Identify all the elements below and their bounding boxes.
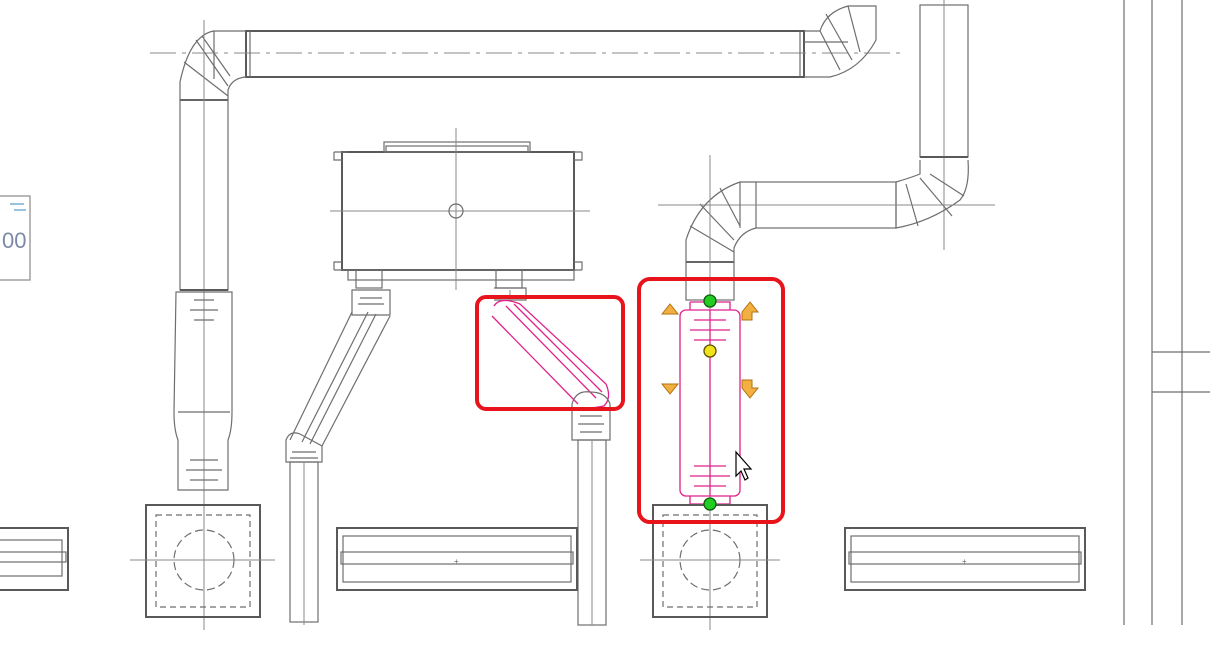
left-edge-label-panel: 00 xyxy=(0,195,31,281)
flip-arrow-icon[interactable] xyxy=(741,301,760,321)
top-right-elbow[interactable] xyxy=(804,5,877,78)
selected-vertical-duct[interactable] xyxy=(679,301,741,505)
mouse-cursor-icon xyxy=(735,450,753,481)
center-left-flex-duct[interactable] xyxy=(285,269,391,625)
right-horizontal-duct[interactable] xyxy=(658,181,995,229)
flip-arrow-icon[interactable] xyxy=(660,303,680,315)
top-endpoint-grip[interactable] xyxy=(703,294,717,308)
center-slot-diffuser[interactable]: + xyxy=(336,527,578,591)
svg-text:+: + xyxy=(454,557,459,566)
top-left-elbow[interactable] xyxy=(179,30,247,101)
right-top-riser[interactable] xyxy=(919,0,969,250)
left-diffuser-box[interactable] xyxy=(130,504,275,618)
highlight-box-vertical-duct xyxy=(637,277,785,524)
top-horizontal-duct[interactable] xyxy=(150,30,900,78)
bottom-endpoint-grip[interactable] xyxy=(703,497,717,511)
right-upper-elbow[interactable] xyxy=(895,159,969,229)
highlight-box-diagonal-duct xyxy=(475,295,625,411)
center-equipment-unit[interactable] xyxy=(330,128,590,290)
right-wall-lines xyxy=(1123,0,1210,625)
flip-arrow-icon[interactable] xyxy=(741,379,760,399)
selected-diagonal-duct[interactable] xyxy=(491,299,610,409)
svg-text:+: + xyxy=(962,557,967,566)
midpoint-grip[interactable] xyxy=(703,344,717,358)
flip-arrow-icon[interactable] xyxy=(660,383,680,395)
right-slot-diffuser[interactable]: + xyxy=(844,527,1086,591)
left-vertical-duct[interactable] xyxy=(173,20,233,630)
side-label-value: 00 xyxy=(2,228,26,253)
left-edge-slot-diffuser[interactable] xyxy=(0,527,69,591)
